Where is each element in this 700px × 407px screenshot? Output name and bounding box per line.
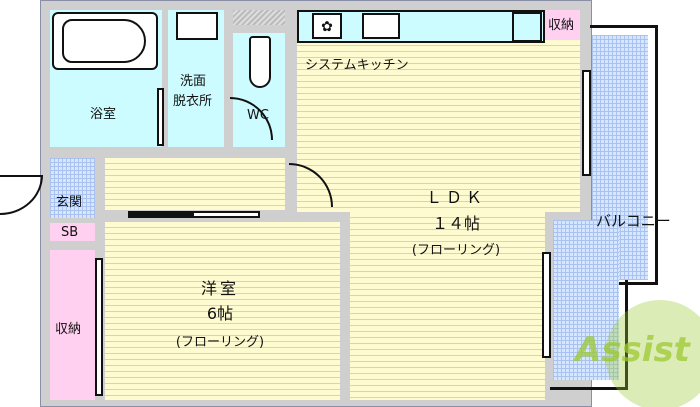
storage-top [545,10,580,40]
entrance-door[interactable] [0,175,43,215]
balcony-label: バルコニー [596,212,671,230]
western-name: 洋室 [200,279,240,298]
ldk-size: １４帖 [431,214,481,233]
ldk-floor-label: (フローリング) [411,243,501,258]
shoe-box-label: SB [61,225,79,240]
closet-door[interactable] [95,258,103,396]
shoe-box [50,223,95,241]
bathtub-icon [52,12,158,70]
ldk-floor-lower [350,212,545,400]
ldk-window[interactable] [582,70,591,176]
assist-logo: Assist [575,300,700,407]
storage-left [50,250,95,400]
toilet-icon [249,36,271,88]
ldk-name: ＬＤＫ [425,188,487,207]
logo-text: Assist [575,330,690,370]
sink-icon [176,12,218,40]
bath-label: 浴室 [90,107,117,122]
ldk-window-lower[interactable] [542,252,551,358]
wc-label: WC [247,108,269,123]
stove-icon: ✿ [312,13,342,39]
washroom-label-2: 脱衣所 [173,94,213,109]
western-size: 6帖 [206,304,234,323]
entrance [50,158,95,218]
western-room [105,222,340,400]
balcony-outline-lower [550,280,628,390]
washroom-label-1: 洗面 [180,74,207,89]
western-floor-label: (フローリング) [175,335,265,350]
sliding-door[interactable] [128,211,260,218]
kitchen-sink-icon [362,13,400,39]
hallway [105,158,285,210]
entrance-label: 玄関 [56,195,83,210]
balcony-outline [590,25,658,285]
wc-hatch [233,10,285,25]
ldk-floor [297,10,580,212]
storage-top-label: 収納 [548,18,575,33]
balcony-lower [553,220,619,380]
bath-door[interactable] [157,88,164,146]
fridge-space-icon [512,12,542,42]
storage-left-label: 収納 [55,322,82,337]
kitchen-label: システムキッチン [305,58,409,73]
